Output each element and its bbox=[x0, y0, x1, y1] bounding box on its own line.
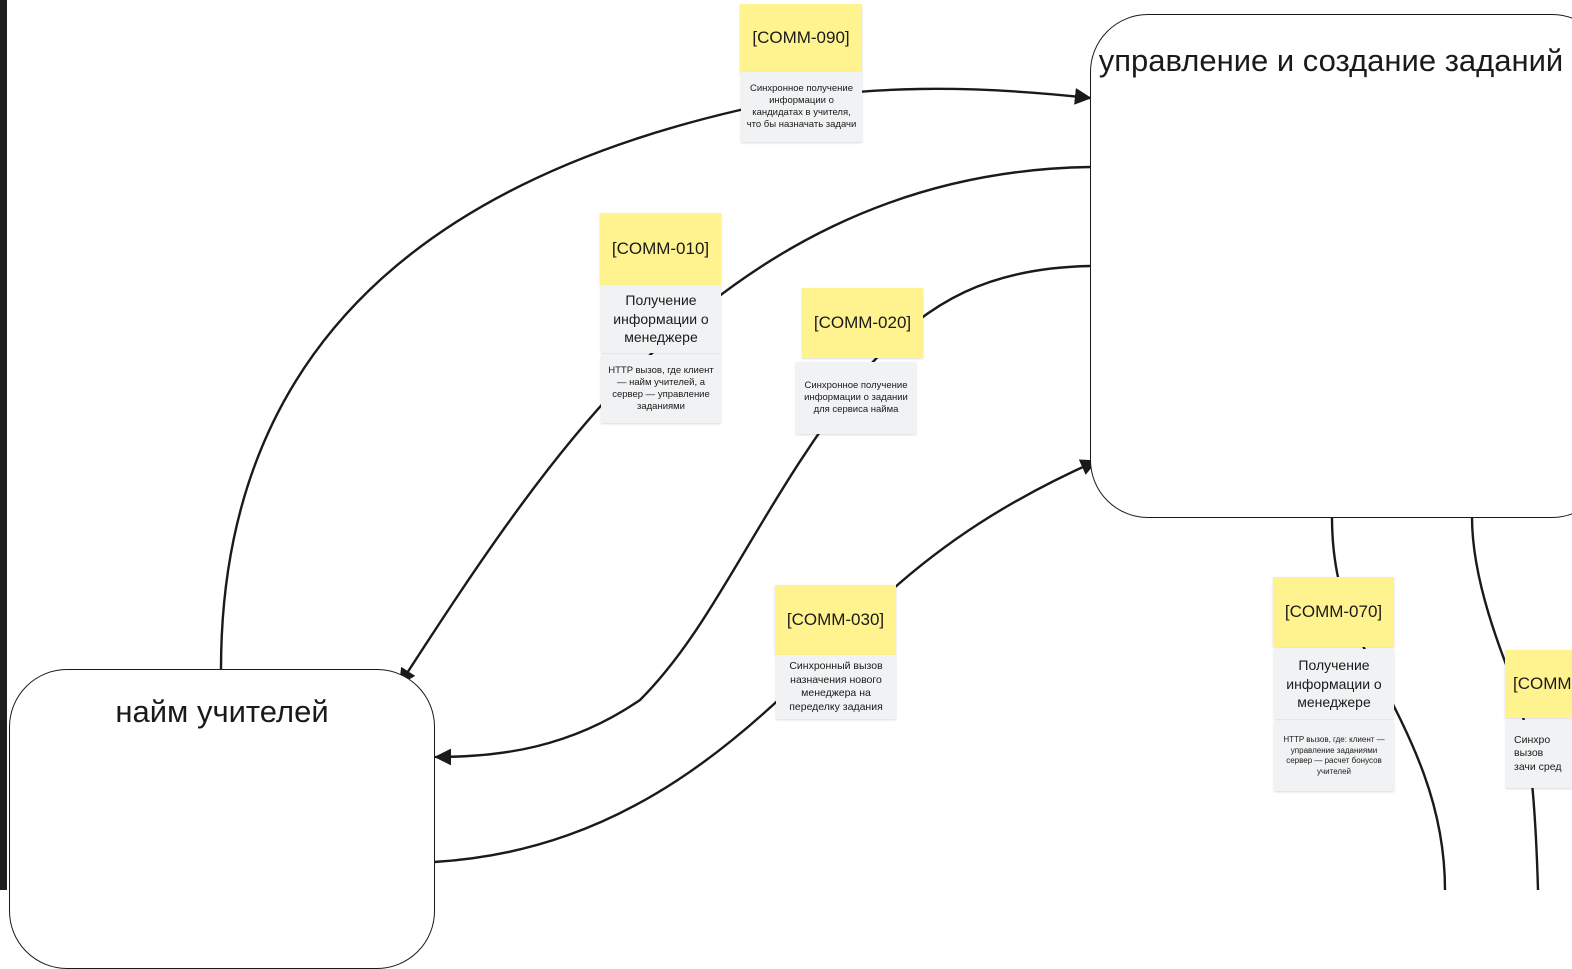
connector-comm-010[interactable] bbox=[398, 165, 1092, 686]
comm-070-note: HTTP вызов, где: клиент — управление зад… bbox=[1274, 721, 1394, 791]
service-teacher-hiring[interactable]: найм учителей bbox=[9, 669, 435, 969]
comm-070-sticker[interactable]: [COMM-070] bbox=[1273, 577, 1394, 647]
comm-030-sticker[interactable]: [COMM-030] bbox=[775, 585, 896, 655]
connector-comm-030[interactable] bbox=[432, 459, 1098, 864]
canvas-left-edge bbox=[0, 0, 7, 890]
connector-layer bbox=[219, 87, 1540, 890]
comm-090-note: Синхронное получение информации о кандид… bbox=[741, 72, 862, 142]
comm-010-title: Получение информации о менеджере bbox=[601, 285, 721, 353]
comm-010-note: HTTP вызов, где клиент — найм учителей, … bbox=[601, 355, 721, 423]
comm-020-note: Синхронное получение информации о задани… bbox=[796, 362, 916, 434]
service-task-management[interactable]: управление и создание заданий bbox=[1090, 14, 1572, 518]
service-teacher-hiring-title: найм учителей bbox=[115, 694, 329, 729]
comm-010-sticker[interactable]: [COMM-010] bbox=[600, 213, 721, 285]
connector-comm-090[interactable] bbox=[219, 87, 1092, 671]
comm-partial-sticker[interactable]: [COMM bbox=[1505, 650, 1572, 718]
comm-090-sticker[interactable]: [COMM-090] bbox=[740, 4, 862, 72]
service-task-management-title: управление и создание заданий bbox=[1098, 43, 1564, 78]
connector-comm-020[interactable] bbox=[434, 264, 1092, 766]
comm-partial-note: Синхро вызов зачи сред bbox=[1506, 720, 1572, 788]
comm-030-note: Синхронный вызов назначения нового менед… bbox=[776, 655, 896, 719]
comm-020-sticker[interactable]: [COMM-020] bbox=[802, 288, 923, 358]
comm-070-title: Получение информации о менеджере bbox=[1274, 649, 1394, 719]
